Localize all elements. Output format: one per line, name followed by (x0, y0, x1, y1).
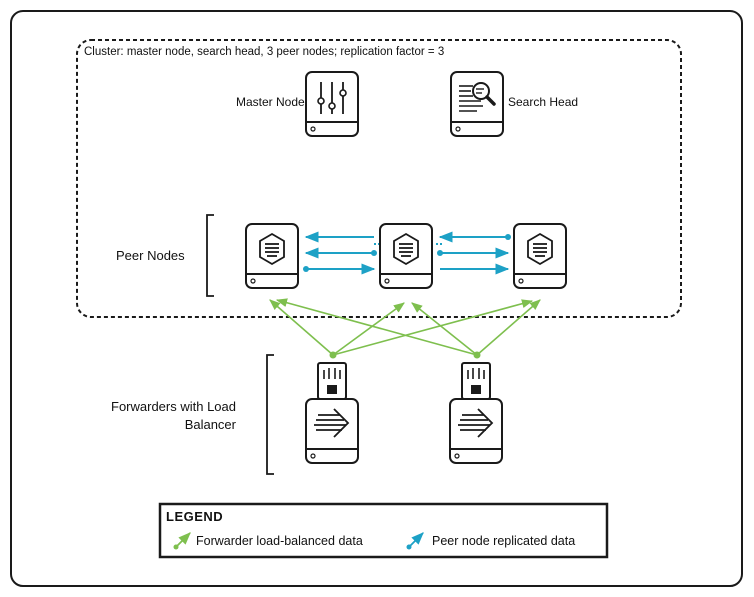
master-node (305, 71, 359, 137)
forward-arrow (332, 302, 405, 356)
replication-origin-dot (303, 266, 309, 272)
arrow-lines-icon (314, 408, 350, 438)
forward-arrow (332, 299, 534, 356)
outer-frame (10, 10, 743, 587)
search-server-icon (459, 82, 496, 112)
master-node-label: Master Node (236, 95, 305, 109)
forwarder-usb-icon (317, 362, 347, 400)
forwarder-1 (305, 362, 359, 464)
forward-origin-dot (329, 351, 337, 359)
legend-forwarder-label: Forwarder load-balanced data (196, 534, 363, 548)
forwarder-bracket (266, 354, 274, 475)
cluster-label: Cluster: master node, search head, 3 pee… (84, 46, 445, 58)
legend-replicated-label: Peer node replicated data (432, 534, 576, 548)
replication-origin-dot (371, 250, 377, 256)
peer-node-2 (379, 223, 433, 289)
forwarder-2 (449, 362, 503, 464)
replication-links (304, 231, 510, 275)
search-head-label: Search Head (508, 95, 579, 109)
arrow-lines-icon (458, 408, 494, 438)
legend-title: LEGEND (166, 509, 224, 524)
peer-node-1 (245, 223, 299, 289)
legend-green-swatch (173, 532, 191, 550)
forwarder-usb-icon (461, 362, 491, 400)
forward-arrow (476, 299, 541, 356)
replication-origin-dot (437, 250, 443, 256)
replication-origin-dot (505, 234, 511, 240)
forward-arrow (275, 298, 478, 356)
forwarding-links (269, 298, 541, 356)
search-head (450, 71, 504, 137)
forward-origin-dot (473, 351, 481, 359)
forwarders-label: Forwarders with Load Balancer (111, 399, 236, 432)
peer-nodes-label: Peer Nodes (116, 248, 185, 263)
peer-node-3 (513, 223, 567, 289)
cluster-boundary (76, 39, 682, 318)
legend-box (158, 502, 609, 559)
legend-blue-swatch (406, 532, 424, 550)
sliders-server-icon (317, 82, 347, 114)
peer-bracket (206, 214, 214, 297)
forward-arrow (269, 299, 334, 356)
forward-arrow (411, 302, 478, 356)
